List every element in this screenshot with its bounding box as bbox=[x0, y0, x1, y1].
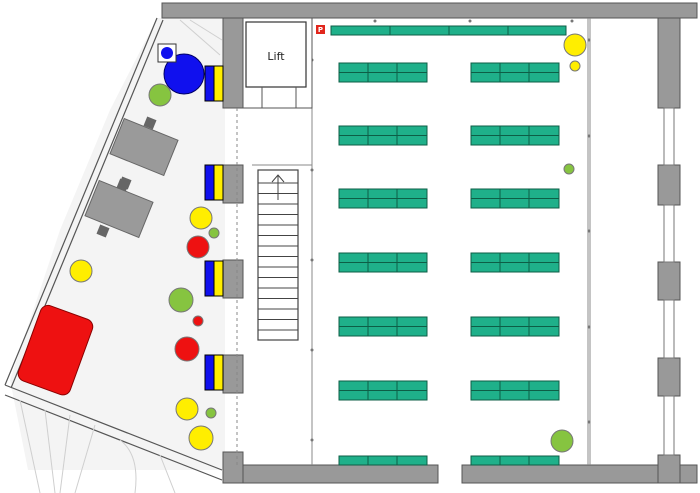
lift-car bbox=[245, 21, 307, 88]
yellow-circle[interactable] bbox=[189, 206, 213, 230]
yellow-circle[interactable] bbox=[175, 397, 199, 421]
lift[interactable]: Lift bbox=[242, 17, 313, 109]
circle-markers bbox=[69, 33, 587, 453]
green-circle[interactable] bbox=[205, 407, 217, 419]
yellow-circle[interactable] bbox=[563, 33, 587, 57]
table-top bbox=[470, 455, 560, 466]
blue-block bbox=[204, 354, 215, 391]
bottom-wall bbox=[242, 464, 439, 484]
green-table[interactable] bbox=[470, 455, 560, 466]
terrace-table-1[interactable] bbox=[109, 116, 179, 190]
column-block[interactable] bbox=[204, 260, 224, 297]
yellow-block bbox=[213, 354, 224, 391]
yellow-block bbox=[213, 65, 224, 102]
green-circle[interactable] bbox=[563, 163, 575, 175]
top-wall bbox=[161, 2, 698, 19]
green-circle[interactable] bbox=[148, 83, 172, 107]
right-column-top bbox=[657, 17, 681, 109]
blue-block bbox=[204, 164, 215, 201]
right-column-3 bbox=[657, 357, 681, 397]
bottom-wall-right bbox=[461, 464, 698, 484]
left-column-top bbox=[222, 17, 244, 109]
yellow-circle[interactable] bbox=[188, 425, 214, 451]
left-column-bottom bbox=[222, 451, 244, 484]
green-table[interactable] bbox=[338, 188, 428, 209]
red-circle[interactable] bbox=[192, 315, 204, 327]
blue-circle-small[interactable] bbox=[161, 47, 173, 59]
green-circle[interactable] bbox=[168, 287, 194, 313]
green-table[interactable] bbox=[470, 62, 560, 83]
yellow-circle[interactable] bbox=[569, 60, 581, 72]
green-table[interactable] bbox=[470, 316, 560, 337]
green-table[interactable] bbox=[338, 125, 428, 146]
parking-badge: P bbox=[316, 25, 325, 34]
blue-block bbox=[204, 260, 215, 297]
column-block[interactable] bbox=[204, 354, 224, 391]
right-column-bottom bbox=[657, 454, 681, 484]
top-counter bbox=[330, 25, 567, 36]
blue-block bbox=[204, 65, 215, 102]
red-sofa[interactable] bbox=[16, 303, 95, 397]
outside-hatch bbox=[19, 19, 223, 493]
red-circle[interactable] bbox=[186, 235, 210, 259]
right-column-2 bbox=[657, 261, 681, 301]
yellow-block bbox=[213, 260, 224, 297]
right-windows bbox=[663, 107, 675, 456]
blue-circle-large[interactable] bbox=[163, 53, 205, 95]
column-blocks bbox=[204, 65, 224, 391]
green-circle[interactable] bbox=[208, 227, 220, 239]
left-column-1 bbox=[222, 164, 244, 204]
green-table[interactable] bbox=[338, 380, 428, 401]
table-top bbox=[338, 455, 428, 466]
left-column-2 bbox=[222, 259, 244, 299]
green-table[interactable] bbox=[470, 125, 560, 146]
lift-label: Lift bbox=[267, 50, 285, 63]
walls bbox=[161, 2, 698, 484]
green-table[interactable] bbox=[470, 252, 560, 273]
staircase bbox=[252, 164, 312, 341]
green-table[interactable] bbox=[470, 188, 560, 209]
right-column-1 bbox=[657, 164, 681, 206]
yellow-circle[interactable] bbox=[69, 259, 93, 283]
table-grid bbox=[338, 62, 560, 466]
green-table[interactable] bbox=[338, 316, 428, 337]
terrace-table-2[interactable] bbox=[84, 178, 154, 239]
green-circle[interactable] bbox=[550, 429, 574, 453]
yellow-block bbox=[213, 164, 224, 201]
green-table[interactable] bbox=[470, 380, 560, 401]
column-block[interactable] bbox=[204, 164, 224, 201]
svg-text:P: P bbox=[318, 26, 323, 34]
green-table[interactable] bbox=[338, 62, 428, 83]
left-column-3 bbox=[222, 354, 244, 394]
green-table[interactable] bbox=[338, 455, 428, 466]
green-table[interactable] bbox=[338, 252, 428, 273]
red-circle[interactable] bbox=[174, 336, 200, 362]
column-block[interactable] bbox=[204, 65, 224, 102]
